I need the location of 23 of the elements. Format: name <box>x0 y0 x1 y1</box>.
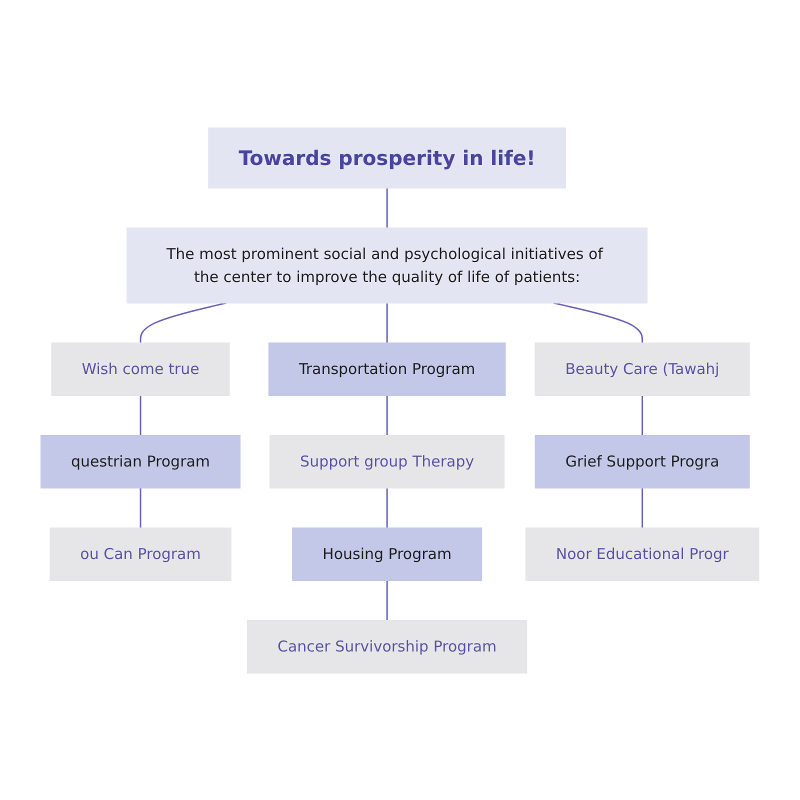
connector <box>140 302 227 342</box>
node-box: Support group Therapy <box>270 434 505 488</box>
node-box: Transportation Program <box>268 342 506 396</box>
node-box: Cancer Survivorship Program <box>247 619 528 673</box>
node-box: Grief Support Progra <box>534 434 750 488</box>
node-box: Wish come true <box>51 342 230 396</box>
node-box: Towards prosperity in life! <box>208 127 566 188</box>
connector <box>140 488 142 528</box>
connector <box>140 395 142 435</box>
connector <box>386 302 388 342</box>
node-box: Housing Program <box>292 527 482 580</box>
connector <box>386 395 388 435</box>
connector <box>642 395 644 435</box>
connector <box>386 488 388 528</box>
connector <box>386 580 388 620</box>
node-box: ou Can Program <box>50 527 232 580</box>
node-box: questrian Program <box>40 434 241 488</box>
node-box: The most prominent social and psychological initiatives of the center to improve the quality of life of patients: <box>126 227 648 303</box>
connector <box>554 302 644 342</box>
connector <box>386 188 388 228</box>
node-box: Beauty Care (Tawahj <box>534 342 750 396</box>
connector <box>642 488 644 528</box>
node-box: Noor Educational Progr <box>526 527 760 580</box>
